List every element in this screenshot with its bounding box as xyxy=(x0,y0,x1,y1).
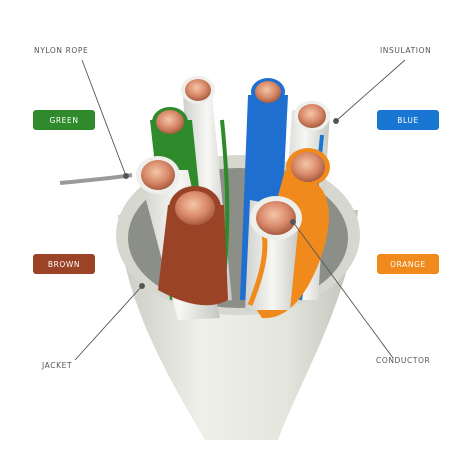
leader-line-insulation xyxy=(335,59,406,122)
pill-brown: BROWN xyxy=(33,254,95,274)
label-conductor: CONDUCTOR xyxy=(376,356,431,365)
conductors xyxy=(136,76,330,240)
leader-dot-insulation xyxy=(333,118,339,124)
leader-dot-jacket xyxy=(139,283,145,289)
leader-dot-conductor xyxy=(290,219,296,225)
nylon-rope-strand xyxy=(59,173,133,185)
conductor-end xyxy=(256,201,296,235)
leader-line-nylon-rope xyxy=(81,59,127,177)
pill-orange: ORANGE xyxy=(377,254,439,274)
label-nylon-rope: NYLON ROPE xyxy=(34,46,89,55)
conductor-end xyxy=(156,110,184,134)
leader-line-jacket xyxy=(74,285,143,361)
conductor-end xyxy=(141,160,175,190)
wire-brown xyxy=(158,205,228,306)
label-insulation: INSULATION xyxy=(380,46,432,55)
leader-lines xyxy=(74,59,406,361)
conductor-end xyxy=(298,104,326,128)
leader-line-conductor xyxy=(292,221,394,359)
leader-dot-nylon-rope xyxy=(123,173,129,179)
conductor-end xyxy=(185,79,211,101)
conductor-end xyxy=(255,81,281,103)
conductor-end xyxy=(175,191,215,225)
label-jacket: JACKET xyxy=(42,361,73,370)
pill-blue: BLUE xyxy=(377,110,439,130)
conductor-end xyxy=(291,152,325,182)
pill-green: GREEN xyxy=(33,110,95,130)
